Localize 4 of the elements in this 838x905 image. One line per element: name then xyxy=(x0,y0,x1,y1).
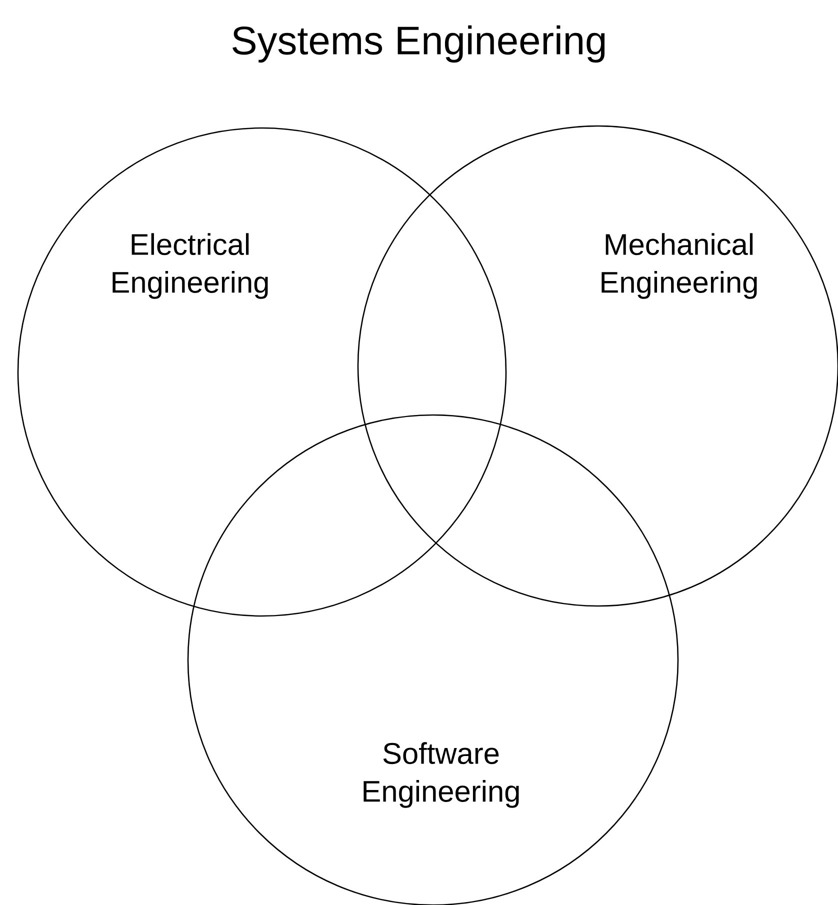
circle-label: Electrical Engineering xyxy=(112,233,268,299)
circle-label: Mechanical Engineering xyxy=(602,233,757,299)
title: Systems Engineering xyxy=(232,25,605,63)
circle-label: Software Engineering xyxy=(364,742,519,808)
